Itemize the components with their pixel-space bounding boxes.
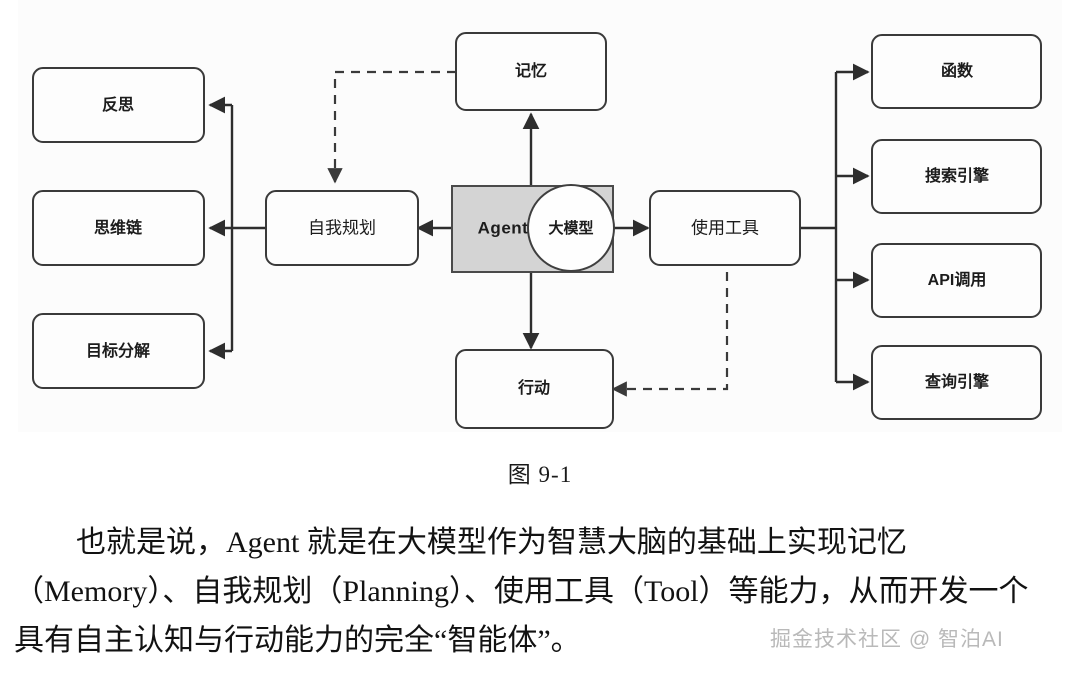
body-line-1: 也就是说，Agent 就是在大模型作为智慧大脑的基础上实现记忆	[76, 526, 907, 559]
node-action-label: 行动	[517, 378, 550, 397]
diagram-canvas: 反思 思维链 目标分解 自我规划 记忆	[32, 32, 1042, 429]
node-chain-of-thought[interactable]: 思维链	[32, 190, 205, 266]
body-line-3: 具有自主认知与行动能力的完全“智能体”。	[14, 624, 581, 657]
watermark-text: 掘金技术社区 @ 智泊AI	[770, 628, 1004, 651]
agent-architecture-diagram: 反思 思维链 目标分解 自我规划 记忆	[32, 32, 1042, 429]
node-action-box[interactable]	[455, 349, 614, 429]
node-self-planning-box[interactable]	[265, 190, 419, 266]
node-memory[interactable]: 记忆	[455, 32, 607, 111]
node-chain-of-thought-box[interactable]	[32, 190, 205, 266]
node-use-tools-label: 使用工具	[691, 217, 759, 237]
node-function-label: 函数	[941, 61, 974, 80]
node-self-planning-label: 自我规划	[308, 218, 376, 237]
node-function[interactable]: 函数	[871, 34, 1042, 109]
body-line-2: （Memory）、自我规划（Planning）、使用工具（Tool）等能力，从而…	[14, 575, 1029, 608]
connector-planning-branch-bus	[208, 96, 266, 360]
node-memory-box[interactable]	[455, 32, 607, 111]
node-api-call-label: API调用	[928, 271, 987, 289]
node-llm-label: 大模型	[548, 219, 593, 237]
connector-tools-to-action-dashed	[611, 272, 729, 397]
node-llm-circle[interactable]	[527, 184, 615, 272]
node-use-tools[interactable]: 使用工具	[649, 190, 801, 266]
node-goal-decomposition[interactable]: 目标分解	[32, 313, 205, 389]
node-agent-label: Agent	[478, 218, 529, 237]
node-api-call[interactable]: API调用	[871, 243, 1042, 318]
node-search-engine-label: 搜索引擎	[925, 166, 990, 185]
body-paragraph: 也就是说，Agent 就是在大模型作为智慧大脑的基础上实现记忆 （Memory）…	[14, 518, 1070, 665]
node-use-tools-box[interactable]	[649, 190, 801, 266]
figure-caption: 图 9-1	[507, 462, 573, 487]
connector-memory-to-planning-dashed	[327, 70, 456, 184]
node-self-planning[interactable]: 自我规划	[265, 190, 419, 266]
node-function-box[interactable]	[871, 34, 1042, 109]
node-reflection-label: 反思	[102, 96, 134, 114]
node-search-engine[interactable]: 搜索引擎	[871, 139, 1042, 214]
node-query-engine[interactable]: 查询引擎	[871, 345, 1042, 420]
node-goal-decomposition-label: 目标分解	[86, 341, 150, 360]
node-search-engine-box[interactable]	[871, 139, 1042, 214]
node-memory-label: 记忆	[515, 61, 547, 80]
node-api-call-box[interactable]	[871, 243, 1042, 318]
node-reflection-box[interactable]	[32, 67, 205, 143]
node-query-engine-label: 查询引擎	[925, 372, 990, 391]
node-agent-core[interactable]: Agent 大模型	[451, 184, 615, 273]
node-action[interactable]: 行动	[455, 349, 614, 429]
connector-tools-branch-bus	[800, 63, 870, 391]
node-reflection[interactable]: 反思	[32, 67, 205, 143]
node-goal-decomposition-box[interactable]	[32, 313, 205, 389]
node-chain-of-thought-label: 思维链	[94, 218, 143, 237]
node-query-engine-box[interactable]	[871, 345, 1042, 420]
